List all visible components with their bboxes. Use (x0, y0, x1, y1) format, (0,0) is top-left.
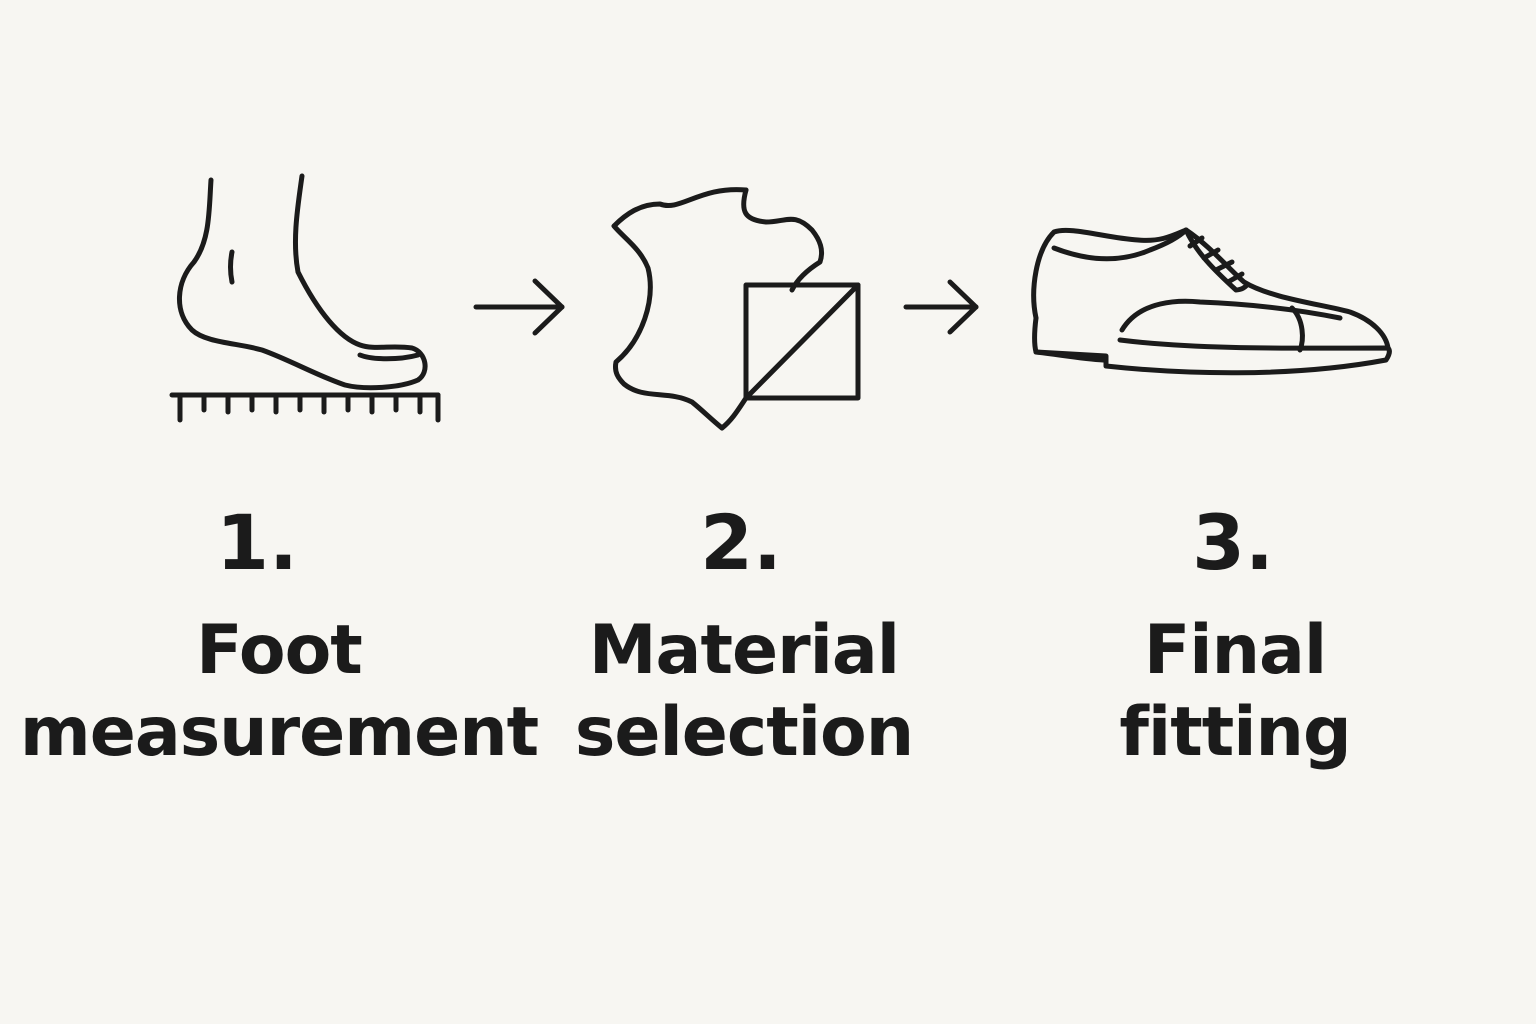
arrow-right-icon (473, 278, 565, 336)
foot-measurement-icon (169, 173, 441, 423)
step-label-material-selection: Material selection (444, 610, 1044, 774)
step-label-line: Material (588, 611, 900, 690)
step-label-line: selection (574, 693, 914, 772)
step-label-line: measurement (19, 693, 539, 772)
step-label-line: Foot (196, 611, 363, 690)
step-label-line: fitting (1119, 693, 1351, 772)
shoe-icon (1031, 227, 1392, 376)
step-number-3: 3. (1192, 498, 1274, 587)
arrow-right-icon (903, 279, 979, 335)
step-label-line: Final (1143, 611, 1327, 690)
step-label-foot-measurement: Foot measurement (0, 610, 579, 774)
step-label-final-fitting: Final fitting (935, 610, 1535, 774)
leather-material-icon (611, 187, 861, 431)
step-number-2: 2. (700, 498, 782, 587)
step-number-1: 1. (216, 498, 298, 587)
